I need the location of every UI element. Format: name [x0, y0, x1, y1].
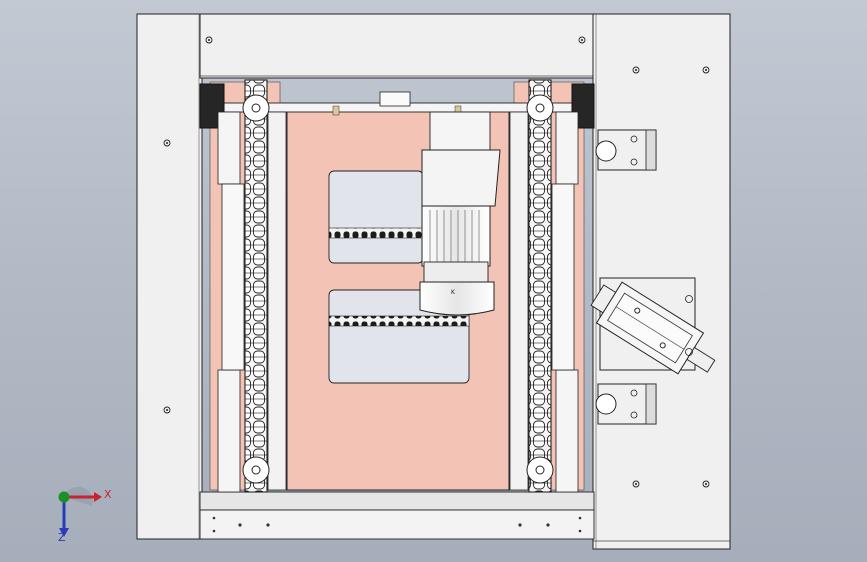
- bearing-bracket-bottom[interactable]: [595, 383, 657, 425]
- motor-label: K: [451, 289, 456, 296]
- bolt-icon: [163, 139, 171, 414]
- left-chain-assembly[interactable]: [217, 79, 287, 493]
- rail-hole-icon: [212, 516, 582, 533]
- bearing-bracket-top[interactable]: [595, 129, 657, 171]
- z-axis-label: Z: [58, 531, 66, 544]
- right-chain-assembly[interactable]: [509, 79, 579, 493]
- bolt-icon: [632, 66, 710, 488]
- sprocket-icon: [242, 94, 270, 484]
- top-cover-plate[interactable]: [199, 13, 595, 79]
- bottom-rail[interactable]: [199, 491, 595, 540]
- orientation-triad[interactable]: X Y Z: [48, 482, 118, 544]
- left-side-plate[interactable]: [136, 13, 203, 540]
- air-cylinder[interactable]: [585, 275, 724, 387]
- x-axis-label: X: [104, 488, 112, 501]
- gear-motor[interactable]: K: [419, 111, 501, 316]
- sprocket-icon: [526, 94, 554, 484]
- bolt-icon: [205, 36, 586, 44]
